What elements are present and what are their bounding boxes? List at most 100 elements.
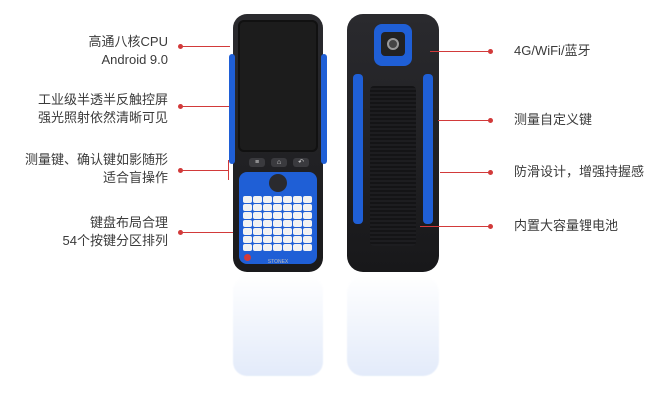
callout-layout-line1: 键盘布局合理 — [89, 215, 168, 230]
key — [273, 196, 282, 203]
key — [283, 220, 292, 227]
callout-cpu: 高通八核CPU Android 9.0 — [60, 33, 168, 69]
key — [253, 236, 262, 243]
key — [293, 220, 302, 227]
key — [293, 212, 302, 219]
key — [293, 244, 302, 251]
key — [263, 212, 272, 219]
callout-line-screen — [180, 106, 238, 107]
key — [253, 212, 262, 219]
callout-dot-keys — [178, 168, 183, 173]
callout-screen: 工业级半透半反触控屏 强光照射依然清晰可见 — [20, 91, 168, 127]
key — [303, 228, 312, 235]
key — [253, 244, 262, 251]
back-icon: ↶ — [293, 158, 309, 167]
front-reflection — [233, 276, 323, 376]
front-nav-row: ≡ ⌂ ↶ — [249, 158, 309, 168]
dpad-icon — [269, 174, 287, 192]
callout-line-battery — [420, 226, 490, 227]
key — [283, 228, 292, 235]
key — [263, 204, 272, 211]
callout-keys: 测量键、确认键如影随形 适合盲操作 — [8, 151, 168, 187]
key — [253, 228, 262, 235]
key-grid — [243, 196, 313, 251]
device-keypad — [239, 172, 317, 264]
key — [273, 220, 282, 227]
key — [263, 236, 272, 243]
key — [283, 244, 292, 251]
callout-grip: 防滑设计，增强持握感 — [514, 164, 645, 179]
key — [283, 212, 292, 219]
key — [263, 228, 272, 235]
callout-custom-key: 测量自定义键 — [514, 112, 593, 127]
callout-battery: 内置大容量锂电池 — [514, 218, 619, 233]
callout-line-custom — [438, 120, 490, 121]
key — [243, 212, 252, 219]
key — [303, 220, 312, 227]
key — [253, 204, 262, 211]
callout-cpu-line1: 高通八核CPU — [88, 34, 168, 49]
key — [283, 236, 292, 243]
camera-icon — [381, 32, 405, 56]
device-back — [347, 14, 439, 272]
callout-keys-line2: 适合盲操作 — [102, 170, 168, 185]
callout-line-layout — [180, 232, 240, 233]
callout-screen-line1: 工业级半透半反触控屏 — [37, 92, 168, 107]
back-reflection — [347, 276, 439, 376]
front-edge-right — [321, 54, 327, 164]
callout-line-grip — [440, 172, 490, 173]
callout-dot-layout — [178, 230, 183, 235]
back-side-left — [353, 74, 363, 224]
callout-dot-custom — [488, 118, 493, 123]
callout-layout-line2: 54个按键分区排列 — [62, 233, 168, 248]
callout-cpu-line2: Android 9.0 — [101, 52, 169, 67]
callout-dot-4g — [488, 49, 493, 54]
callout-dot-grip — [488, 170, 493, 175]
key — [263, 244, 272, 251]
callout-dot-battery — [488, 224, 493, 229]
key — [303, 196, 312, 203]
callout-dot-screen — [178, 104, 183, 109]
key — [263, 220, 272, 227]
callout-dot-cpu — [178, 44, 183, 49]
key — [243, 236, 252, 243]
key — [283, 196, 292, 203]
key — [293, 204, 302, 211]
key — [303, 236, 312, 243]
key — [303, 244, 312, 251]
key — [273, 236, 282, 243]
grip-panel — [370, 86, 416, 246]
front-edge-left — [229, 54, 235, 164]
key — [283, 204, 292, 211]
key — [253, 220, 262, 227]
key — [273, 228, 282, 235]
callout-keys-line1: 测量键、确认键如影随形 — [24, 152, 168, 167]
key — [273, 212, 282, 219]
key — [303, 212, 312, 219]
key — [293, 228, 302, 235]
brand-logo: STONEX — [267, 259, 289, 265]
key — [273, 204, 282, 211]
callout-line-cpu — [180, 46, 230, 47]
key — [243, 244, 252, 251]
device-screen — [238, 20, 318, 152]
home-icon: ⌂ — [271, 158, 287, 167]
menu-icon: ≡ — [249, 158, 265, 167]
key — [243, 196, 252, 203]
key — [293, 236, 302, 243]
key — [263, 196, 272, 203]
key — [273, 244, 282, 251]
key — [303, 204, 312, 211]
key — [253, 196, 262, 203]
callout-vline-keys — [228, 160, 229, 180]
key — [243, 220, 252, 227]
callout-4g: 4G/WiFi/蓝牙 — [514, 43, 591, 58]
callout-line-4g — [430, 51, 490, 52]
power-icon — [244, 254, 251, 261]
key — [293, 196, 302, 203]
key — [243, 204, 252, 211]
camera-module — [374, 24, 412, 66]
callout-screen-line2: 强光照射依然清晰可见 — [37, 110, 168, 125]
device-front: ≡ ⌂ ↶ STONEX — [229, 14, 327, 272]
callout-layout: 键盘布局合理 54个按键分区排列 — [40, 214, 168, 250]
